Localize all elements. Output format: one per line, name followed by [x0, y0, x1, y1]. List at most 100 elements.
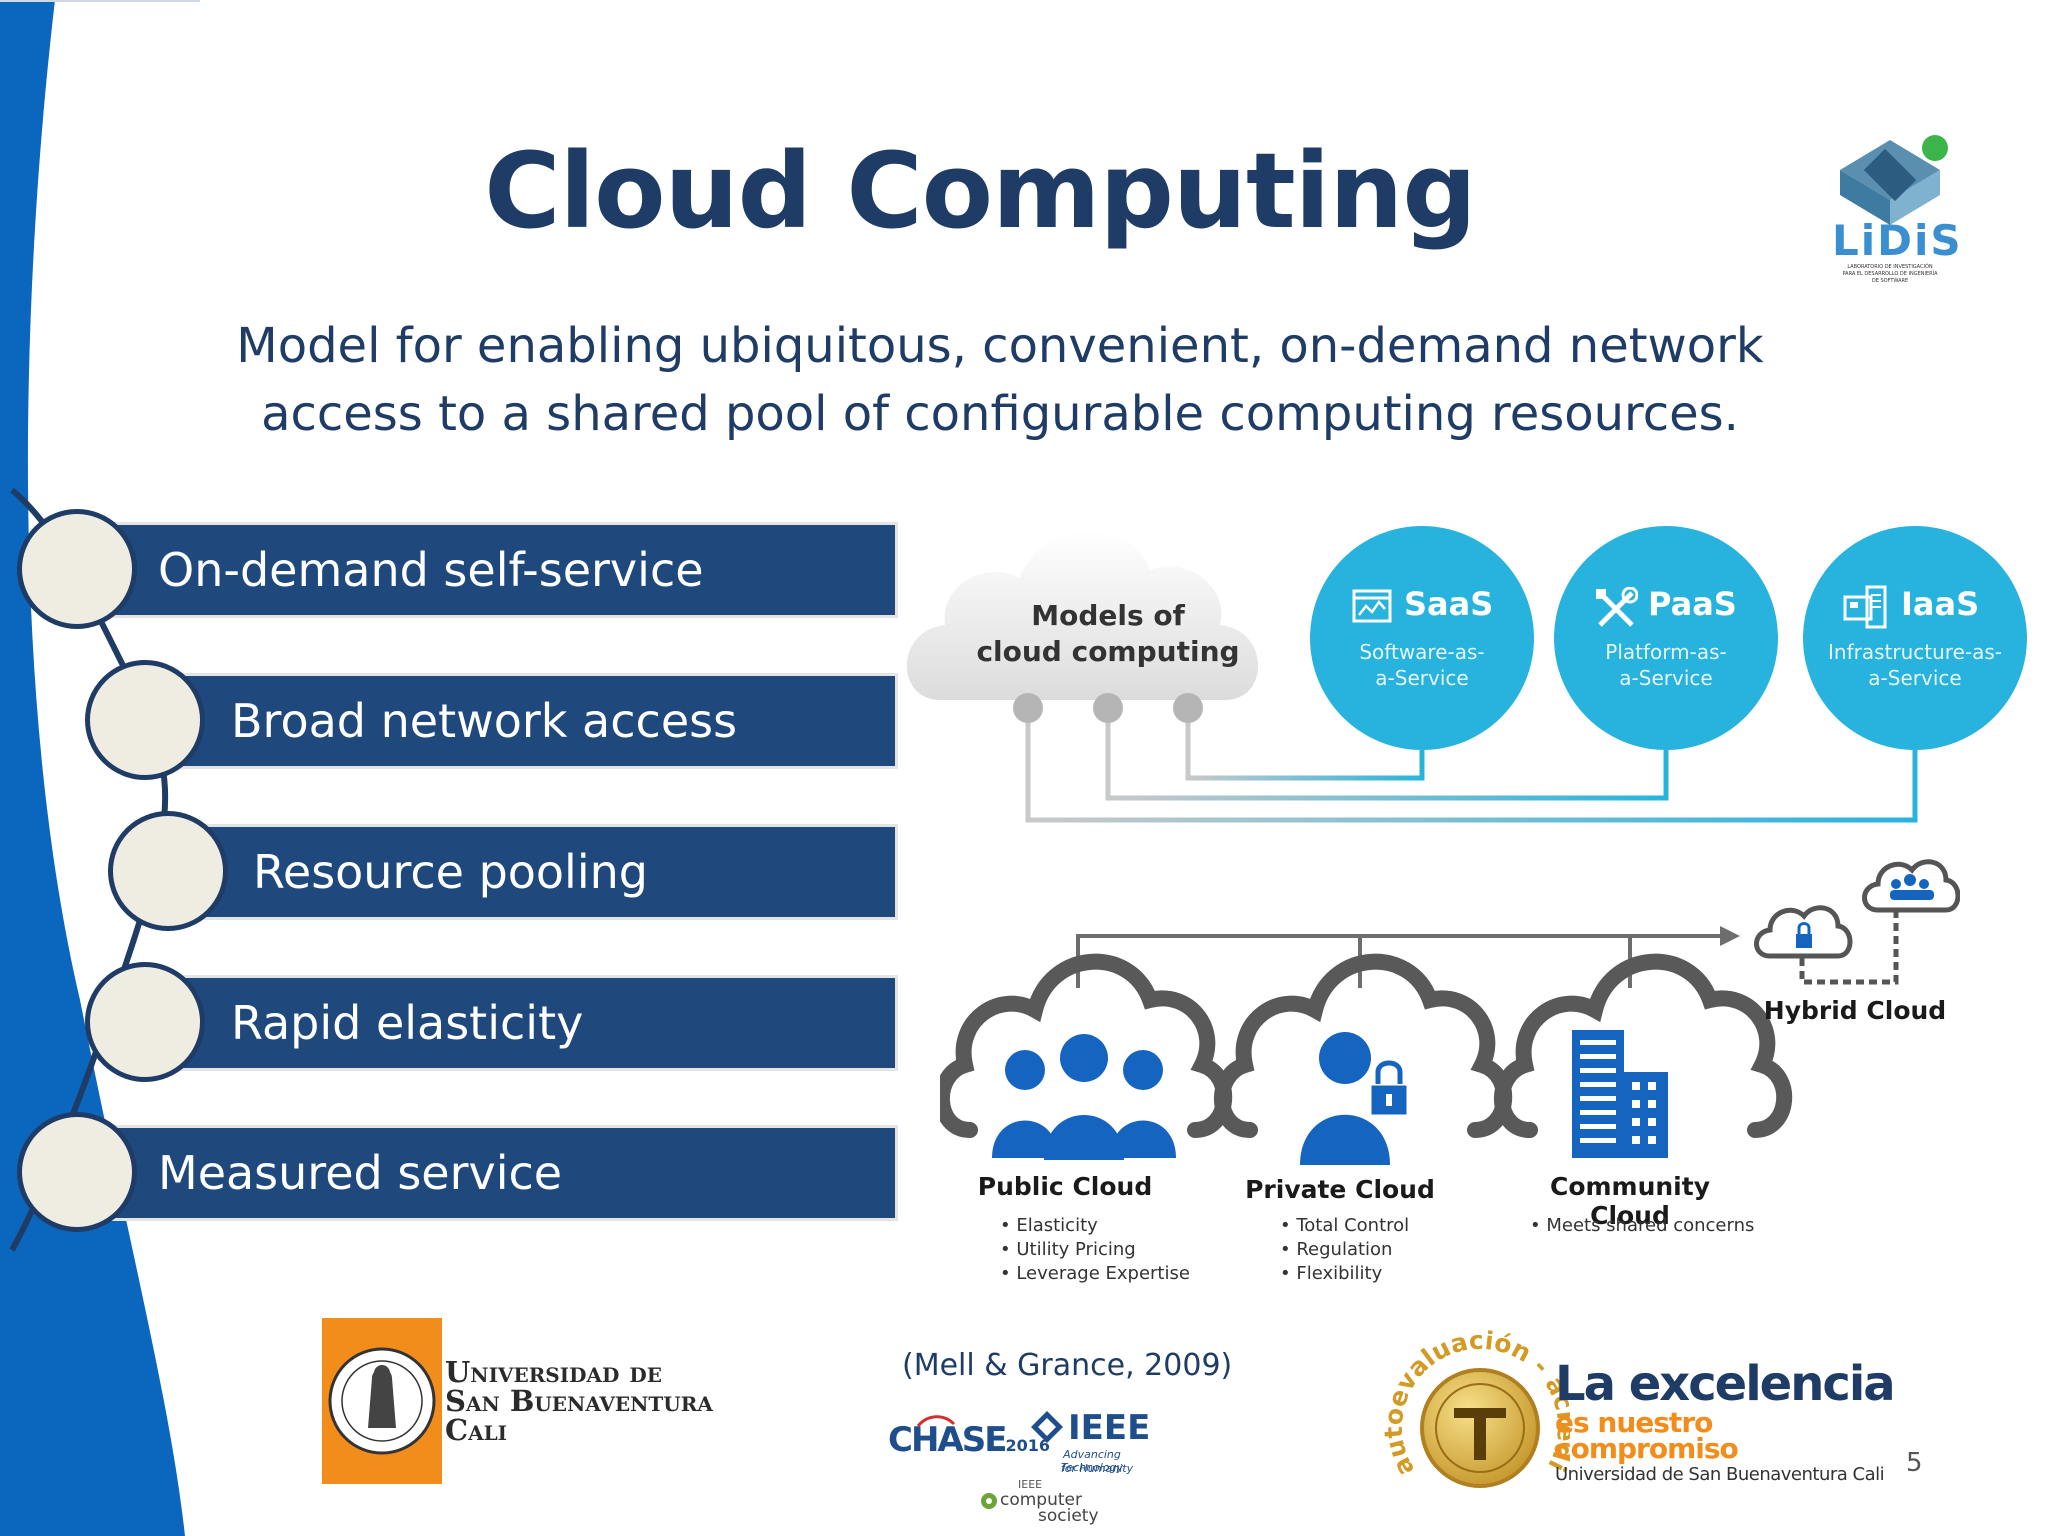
server-icon	[1843, 585, 1887, 629]
excelencia-line-2: es nuestro compromiso	[1555, 1406, 1739, 1465]
feature-text: Regulation	[1296, 1239, 1393, 1260]
excelencia-line-3: Universidad de San Buenaventura Cali	[1555, 1464, 1885, 1485]
subtitle-line-1: Model for enabling ubiquitous, convenien…	[236, 318, 1764, 374]
model-subtitle-line: Platform-as-	[1605, 640, 1727, 664]
lidis-caption-2: PARA EL DESARROLLO DE INGENIERÍA	[1842, 271, 1938, 277]
characteristic-label: Resource pooling	[253, 845, 648, 899]
feature-text: Utility Pricing	[1016, 1239, 1136, 1260]
feature-text: Flexibility	[1296, 1263, 1383, 1284]
model-subtitle-line: Infrastructure-as-	[1828, 640, 2002, 664]
model-subtitle-line: a-Service	[1868, 666, 1962, 690]
model-subtitle-line: a-Service	[1619, 666, 1713, 690]
model-subtitle: Infrastructure-as- a-Service	[1805, 639, 2025, 691]
service-models-diagram	[906, 526, 2027, 823]
chase-swoosh-icon	[916, 1415, 956, 1428]
feature-item: • Leverage Expertise	[1000, 1263, 1190, 1284]
private-cloud-label: Private Cloud	[1245, 1175, 1435, 1204]
models-cloud-line-2: cloud computing	[976, 635, 1240, 668]
community-cloud-features: • Meets shared concerns	[1530, 1214, 1754, 1238]
characteristic-bullet-3	[108, 811, 228, 931]
page-number: 5	[1906, 1448, 1923, 1478]
feature-item: • Total Control	[1280, 1215, 1410, 1236]
usb-seal-icon	[328, 1347, 436, 1455]
chase-text: CHASE	[888, 1420, 1007, 1460]
lidis-name: LiDiS	[1832, 216, 1963, 265]
page-title: Cloud Computing	[484, 130, 1477, 252]
lidis-caption-1: LABORATORIO DE INVESTIGACIÓN	[1847, 264, 1933, 270]
models-cloud-shape	[906, 531, 1259, 700]
chase-logo: CHASE2016	[888, 1415, 1050, 1470]
model-title: PaaS	[1648, 585, 1737, 623]
model-subtitle-line: a-Service	[1375, 666, 1469, 690]
characteristic-bar-2: Broad network access	[140, 673, 898, 769]
hybrid-cloud-label: Hybrid Cloud	[1763, 996, 1947, 1025]
community-cloud-label: Community Cloud	[1549, 1172, 1711, 1230]
characteristic-label: On-demand self-service	[158, 543, 704, 597]
usb-logo	[322, 1318, 442, 1484]
model-saas: SaaS Software-as- a-Service	[1312, 585, 1532, 695]
lidis-caption-3: DE SOFTWARE	[1871, 278, 1909, 284]
characteristic-bullet-4	[85, 962, 205, 1082]
accreditation-seal: autoevaluación - acreditación	[1380, 1320, 1570, 1488]
ieee-logo: IEEE Advancing Technology for Humanity	[1030, 1408, 1160, 1478]
computer-society-logo: IEEE computer society	[980, 1478, 1100, 1528]
public-cloud-icon	[940, 953, 1233, 1160]
citation: (Mell & Grance, 2009)	[902, 1348, 1233, 1383]
model-subtitle-line: Software-as-	[1359, 640, 1485, 664]
models-cloud-line-1: Models of	[1031, 599, 1185, 632]
hybrid-cloud-icon	[1754, 859, 1960, 985]
browser-chart-icon	[1352, 589, 1392, 623]
feature-text: Total Control	[1296, 1215, 1410, 1236]
characteristic-label: Broad network access	[231, 694, 738, 748]
cs-line-0: IEEE	[1018, 1478, 1043, 1491]
tools-icon	[1596, 587, 1638, 627]
model-iaas: IaaS Infrastructure-as- a-Service	[1805, 585, 2025, 695]
cs-line-1: computer	[1000, 1490, 1082, 1510]
public-cloud-label: Public Cloud	[977, 1172, 1153, 1201]
computer-society-icon	[981, 1493, 997, 1509]
lidis-logo: LiDiS LABORATORIO DE INVESTIGACIÓN PARA …	[1820, 130, 1963, 290]
ieee-diamond-icon	[1031, 1411, 1063, 1443]
lidis-cube-icon	[1840, 135, 1948, 225]
model-paas: PaaS Platform-as- a-Service	[1556, 585, 1776, 695]
public-cloud-features: • Elasticity • Utility Pricing • Leverag…	[1000, 1214, 1190, 1286]
feature-text: Leverage Expertise	[1016, 1263, 1190, 1284]
subtitle: Model for enabling ubiquitous, convenien…	[190, 312, 1810, 448]
chase-year: 2016	[1005, 1436, 1050, 1455]
characteristic-label: Measured service	[158, 1146, 563, 1200]
feature-item: • Elasticity	[1000, 1215, 1098, 1236]
community-cloud-icon	[1494, 953, 1793, 1158]
feature-item: • Regulation	[1280, 1239, 1393, 1260]
subtitle-line-2: access to a shared pool of configurable …	[261, 386, 1739, 442]
characteristic-bar-3: Resource pooling	[160, 824, 898, 920]
model-subtitle: Software-as- a-Service	[1312, 639, 1532, 691]
usb-line-2: San Buenaventura	[445, 1384, 713, 1418]
private-cloud-features: • Total Control • Regulation • Flexibili…	[1280, 1214, 1409, 1286]
characteristic-bullet-1	[17, 509, 137, 629]
characteristic-bullet-5	[17, 1112, 137, 1232]
excelencia-line-1: La excelencia	[1555, 1356, 1896, 1412]
feature-text: Meets shared concerns	[1546, 1215, 1755, 1236]
excelencia-wordmark: La excelencia es nuestro compromiso Univ…	[1555, 1356, 1896, 1488]
usb-wordmark: Universidad de San Buenaventura Cali	[445, 1358, 713, 1445]
characteristic-bar-4: Rapid elasticity	[140, 975, 898, 1071]
feature-text: Elasticity	[1016, 1215, 1098, 1236]
models-cloud-text: Models of cloud computing	[968, 598, 1248, 670]
ieee-tagline-2: for Humanity	[1060, 1462, 1134, 1475]
feature-item: • Flexibility	[1280, 1263, 1383, 1284]
characteristic-label: Rapid elasticity	[231, 996, 584, 1050]
usb-line-1: Universidad de	[445, 1355, 662, 1389]
model-title: IaaS	[1901, 585, 1980, 623]
deployment-models-diagram	[940, 859, 1960, 1165]
characteristic-bar-5: Measured service	[60, 1125, 898, 1221]
characteristic-bar-1: On-demand self-service	[60, 522, 898, 618]
ieee-tagline-1: Advancing Technology	[1060, 1448, 1124, 1474]
model-subtitle: Platform-as- a-Service	[1556, 639, 1776, 691]
usb-line-3: Cali	[445, 1413, 508, 1447]
private-cloud-icon	[1214, 953, 1513, 1165]
characteristic-bullet-2	[85, 660, 205, 780]
feature-item: • Meets shared concerns	[1530, 1215, 1755, 1236]
model-title: SaaS	[1404, 585, 1494, 623]
ieee-text: IEEE	[1068, 1408, 1151, 1448]
feature-item: • Utility Pricing	[1000, 1239, 1136, 1260]
